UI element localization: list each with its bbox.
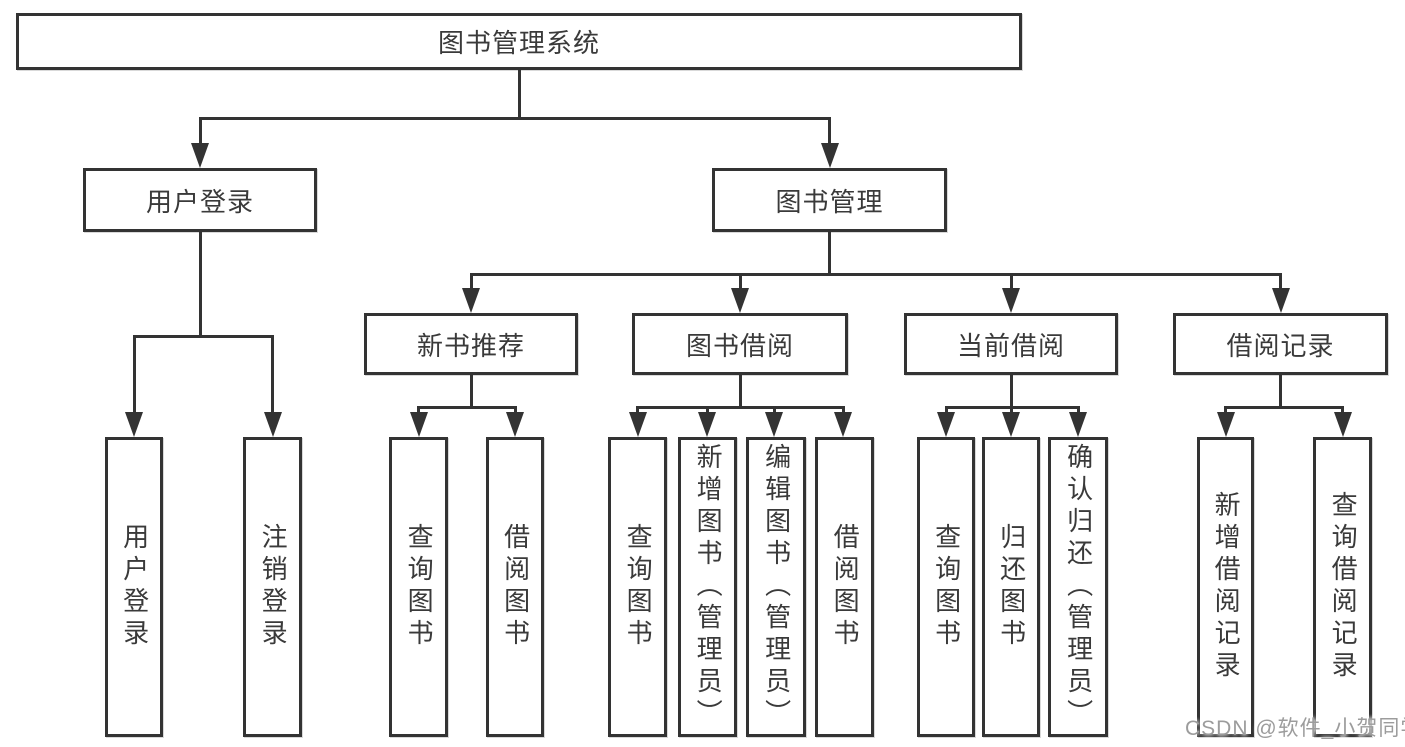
- node-label: 编辑图书（管理员）: [761, 443, 792, 731]
- connector-line: [1009, 273, 1013, 292]
- connector-line: [944, 406, 948, 416]
- node-user-login: 用户登录: [83, 168, 317, 232]
- arrow-down-icon: [820, 143, 839, 168]
- connector-line: [828, 232, 831, 273]
- connector-line: [469, 273, 473, 292]
- node-book-borrowing: 图书借阅: [632, 313, 848, 375]
- leaf-user-login: 用户登录: [105, 437, 163, 737]
- connector-line: [271, 335, 274, 416]
- connector-line: [417, 406, 517, 409]
- arrow-down-icon: [263, 412, 282, 437]
- connector-line: [636, 406, 845, 409]
- arrow-down-icon: [462, 288, 480, 313]
- arrow-down-icon: [125, 412, 143, 437]
- node-label: 新书推荐: [416, 330, 525, 361]
- connector-line: [841, 406, 845, 416]
- arrow-down-icon: [834, 412, 852, 437]
- leaf-query-borrow-record: 查询借阅记录: [1313, 437, 1372, 737]
- node-label: 查询图书: [931, 523, 962, 651]
- connector-line: [469, 273, 1282, 276]
- arrow-down-icon: [1002, 288, 1020, 313]
- leaf-borrow-books: 借阅图书: [815, 437, 874, 737]
- node-label: 借阅图书: [830, 523, 861, 651]
- node-label: 借阅记录: [1226, 330, 1335, 361]
- node-label: 确认归还（管理员）: [1063, 443, 1094, 731]
- connector-line: [417, 406, 420, 416]
- arrow-down-icon: [1271, 288, 1290, 313]
- node-label: 图书借阅: [685, 330, 794, 361]
- arrow-down-icon: [937, 412, 955, 437]
- arrow-down-icon: [765, 412, 783, 437]
- connector-line: [636, 406, 639, 416]
- leaf-add-borrow-record: 新增借阅记录: [1197, 437, 1254, 737]
- connector-line: [1341, 406, 1344, 416]
- connector-line: [738, 375, 742, 406]
- node-label: 图书管理: [775, 186, 884, 217]
- leaf-add-book-admin: 新增图书（管理员）: [678, 437, 737, 737]
- connector-line: [738, 273, 742, 292]
- leaf-query-books-recommendation: 查询图书: [389, 437, 448, 737]
- connector-line: [198, 232, 202, 335]
- connector-line: [469, 375, 473, 406]
- connector-line: [1224, 406, 1227, 416]
- connector-line: [198, 117, 831, 120]
- node-borrowing-records: 借阅记录: [1173, 313, 1388, 375]
- arrow-down-icon: [1069, 412, 1087, 437]
- node-label: 查询借阅记录: [1328, 491, 1359, 683]
- node-label: 查询图书: [404, 523, 435, 651]
- connector-line: [828, 117, 831, 147]
- watermark: CSDN @软件_小贺同学: [1185, 717, 1405, 740]
- node-label: 新增借阅记录: [1211, 491, 1242, 683]
- node-label: 当前借阅: [956, 330, 1065, 361]
- connector-line: [1009, 375, 1013, 406]
- connector-line: [518, 70, 521, 117]
- node-label: 图书管理系统: [437, 28, 600, 58]
- node-label: 注销登录: [258, 523, 289, 651]
- arrow-down-icon: [409, 412, 428, 437]
- arrow-down-icon: [731, 288, 749, 313]
- connector-line: [198, 117, 202, 147]
- node-label: 查询图书: [623, 523, 654, 651]
- node-label: 用户登录: [145, 186, 254, 217]
- leaf-logout: 注销登录: [243, 437, 302, 737]
- node-label: 借阅图书: [500, 523, 531, 651]
- arrow-down-icon: [1216, 412, 1235, 437]
- node-label: 新增图书（管理员）: [693, 443, 724, 731]
- node-label: 用户登录: [119, 523, 150, 651]
- connector-line: [1076, 406, 1080, 416]
- arrow-down-icon: [628, 412, 647, 437]
- connector-line: [772, 406, 776, 416]
- arrow-down-icon: [1002, 412, 1020, 437]
- node-book-management: 图书管理: [712, 168, 947, 232]
- connector-line: [1009, 406, 1013, 416]
- arrow-down-icon: [506, 412, 524, 437]
- node-current-borrowing: 当前借阅: [904, 313, 1118, 375]
- connector-line: [705, 406, 709, 416]
- node-new-book-recommendation: 新书推荐: [364, 313, 578, 375]
- connector-line: [1279, 375, 1282, 406]
- leaf-query-books-current: 查询图书: [917, 437, 975, 737]
- connector-line: [132, 335, 274, 338]
- connector-line: [1279, 273, 1282, 292]
- leaf-edit-book-admin: 编辑图书（管理员）: [746, 437, 806, 737]
- arrow-down-icon: [698, 412, 716, 437]
- node-library-management-system: 图书管理系统: [16, 13, 1022, 70]
- leaf-return-books: 归还图书: [982, 437, 1040, 737]
- connector-line: [1224, 406, 1344, 409]
- leaf-query-books-borrowing: 查询图书: [608, 437, 667, 737]
- arrow-down-icon: [1333, 412, 1352, 437]
- node-label: 归还图书: [996, 523, 1027, 651]
- leaf-confirm-return-admin: 确认归还（管理员）: [1048, 437, 1108, 737]
- arrow-down-icon: [191, 143, 209, 168]
- leaf-borrow-books-recommendation: 借阅图书: [486, 437, 544, 737]
- connector-line: [513, 406, 517, 416]
- connector-line: [132, 335, 136, 416]
